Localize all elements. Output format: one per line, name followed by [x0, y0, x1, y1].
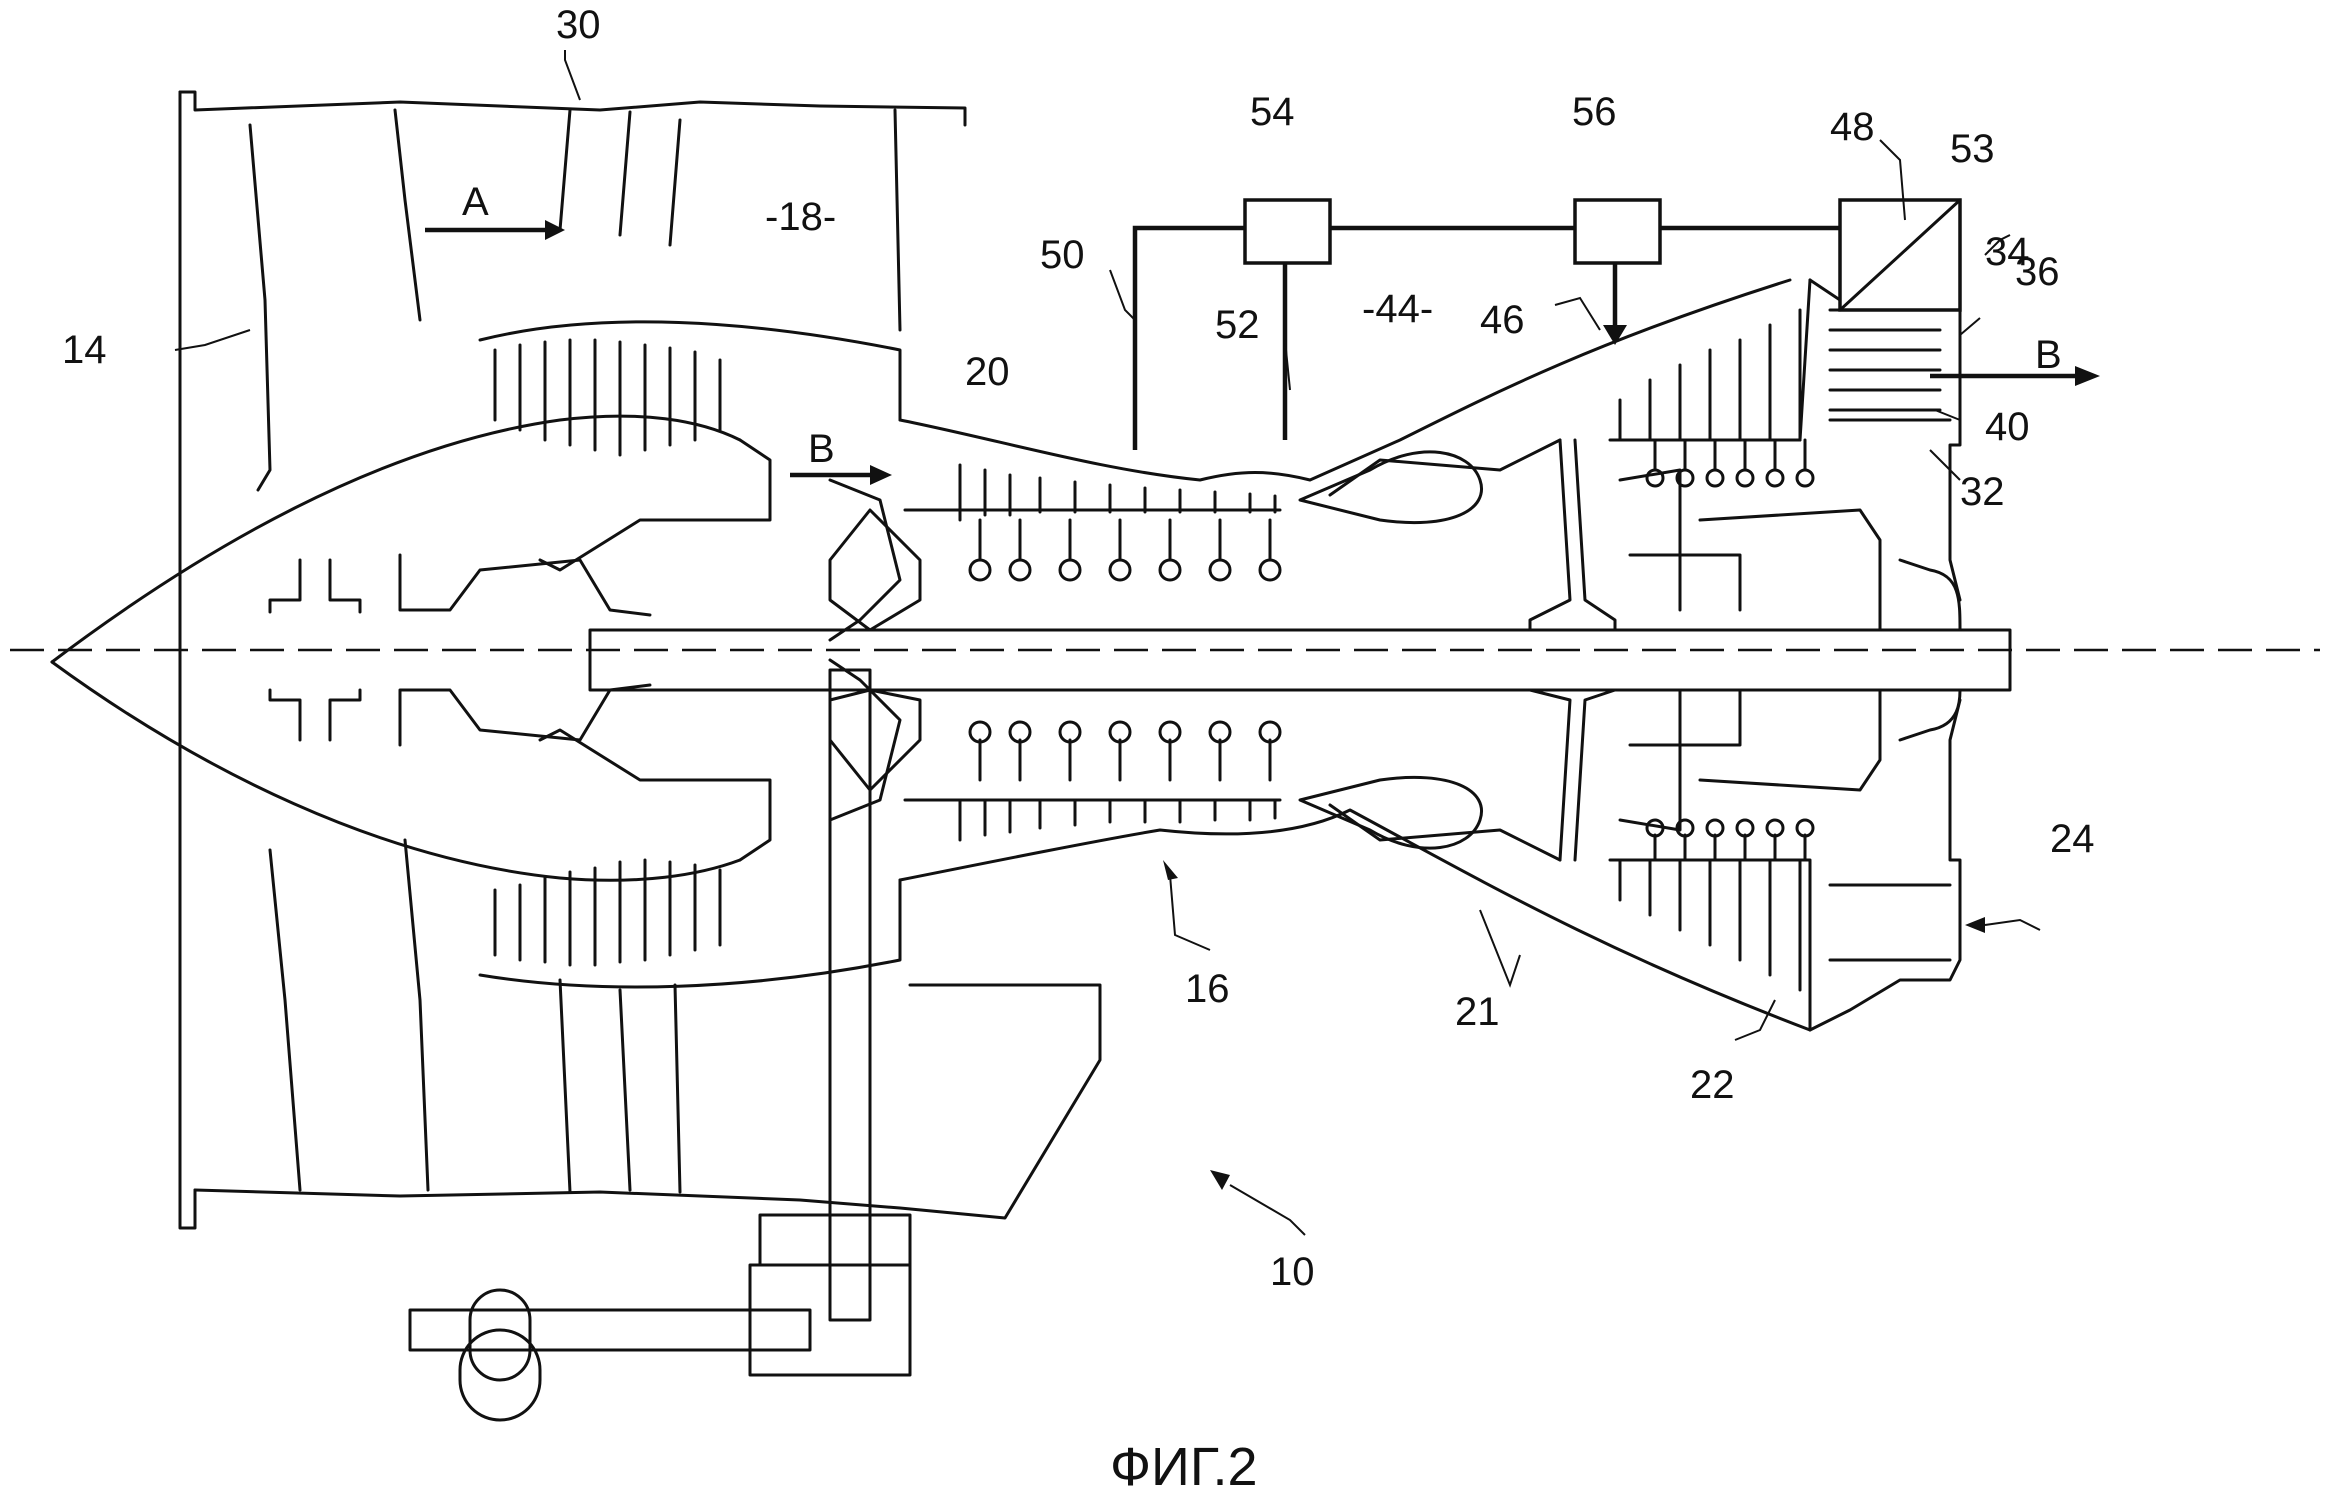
flow-arrow-b-inner — [790, 465, 892, 485]
label-32: 32 — [1960, 470, 2005, 514]
label-flow-a: A — [462, 180, 489, 224]
label-24: 24 — [2050, 817, 2095, 861]
valve-54-box — [1243, 198, 1332, 265]
exhaust-casing — [1808, 278, 1962, 1032]
nacelle — [178, 90, 1102, 1230]
label-53: 53 — [1950, 127, 1995, 171]
label-20: 20 — [965, 350, 1010, 394]
flow-arrow-b-exit — [1930, 366, 2100, 386]
label-36: 36 — [2015, 250, 2060, 294]
label-region-44: -44- — [1362, 287, 1433, 331]
label-flow-b-exit: B — [2035, 333, 2062, 377]
label-region-18: -18- — [765, 195, 836, 239]
label-10: 10 — [1270, 1250, 1315, 1294]
lp-turbine — [1608, 278, 1962, 1032]
label-34: 34 — [1985, 230, 2030, 274]
label-56: 56 — [1572, 90, 1617, 134]
heat-exchanger-48 — [1838, 198, 1962, 312]
booster-section — [478, 320, 902, 989]
label-48: 48 — [1830, 105, 1875, 149]
label-16: 16 — [1185, 967, 1230, 1011]
label-21: 21 — [1455, 990, 1500, 1034]
main-shaft — [588, 628, 2012, 692]
accessory-gearbox — [408, 668, 912, 1422]
combustor — [1298, 438, 1562, 862]
hp-compressor — [828, 278, 1812, 1032]
label-14: 14 — [62, 328, 107, 372]
spinner — [50, 414, 742, 882]
leader-lines — [174, 50, 2041, 1236]
valve-56-box — [1573, 198, 1662, 265]
flow-arrow-a — [425, 220, 565, 240]
label-22: 22 — [1690, 1063, 1735, 1107]
label-40: 40 — [1985, 405, 2030, 449]
label-flow-b-inner: B — [808, 427, 835, 471]
bleed-piping — [1132, 225, 1840, 450]
figure-caption: ФИГ.2 — [1110, 1437, 1258, 1495]
label-50: 50 — [1040, 233, 1085, 277]
label-52: 52 — [1215, 303, 1260, 347]
label-54: 54 — [1250, 90, 1295, 134]
label-46: 46 — [1480, 298, 1525, 342]
label-30: 30 — [556, 3, 601, 47]
